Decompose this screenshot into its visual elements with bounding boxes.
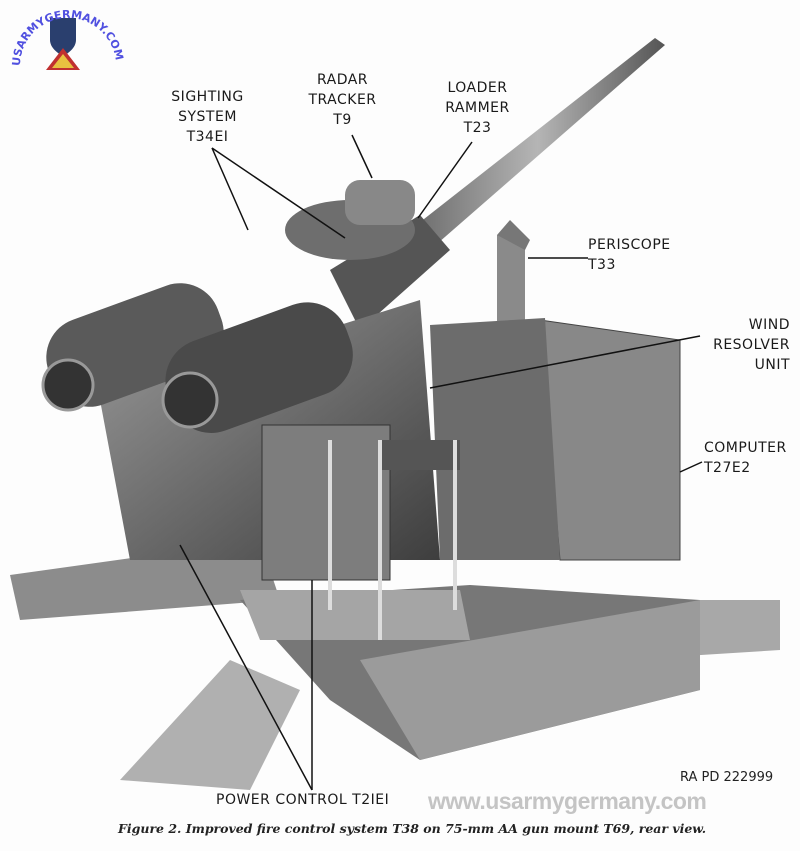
- label-line: LOADER: [447, 80, 508, 96]
- watermark: www.usarmygermany.com: [428, 788, 707, 814]
- label-line: T23: [463, 120, 492, 136]
- label-line: T34EI: [186, 129, 229, 145]
- label-line: T27E2: [704, 460, 751, 476]
- label-loader-rammer: LOADER RAMMER T23: [435, 78, 520, 138]
- label-line: RADAR: [316, 72, 369, 88]
- reference-number: RA PD 222999: [680, 770, 774, 785]
- label-line: SYSTEM: [178, 109, 237, 125]
- label-power-control: POWER CONTROL T2IEI: [216, 792, 390, 808]
- label-computer: COMPUTER T27E2: [704, 438, 796, 478]
- label-line: RESOLVER: [713, 337, 790, 353]
- label-line: UNIT: [754, 357, 790, 373]
- label-line: T33: [588, 257, 616, 273]
- label-radar-tracker: RADAR TRACKER T9: [300, 70, 385, 130]
- label-line: WIND: [748, 317, 790, 333]
- label-line: SIGHTING: [171, 89, 244, 105]
- leader-lines: [179, 134, 703, 791]
- label-periscope: PERISCOPE T33: [588, 235, 680, 275]
- label-line: TRACKER: [308, 92, 377, 108]
- label-line: PERISCOPE: [588, 237, 671, 253]
- site-logo: USARMYGERMANY.COM: [8, 8, 128, 78]
- label-line: COMPUTER: [704, 440, 787, 456]
- figure-caption: Figure 2. Improved fire control system T…: [118, 821, 707, 836]
- label-line: T9: [333, 112, 352, 128]
- label-line: RAMMER: [445, 100, 510, 116]
- label-wind-resolver: WIND RESOLVER UNIT: [695, 315, 790, 375]
- label-sighting-system: SIGHTING SYSTEM T34EI: [160, 87, 255, 147]
